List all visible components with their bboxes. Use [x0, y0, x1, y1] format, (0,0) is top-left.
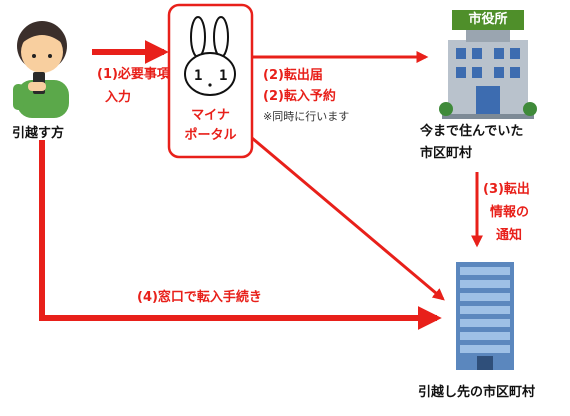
new-city-building-icon: [456, 262, 514, 370]
step2-moveout-label: (2)転出届: [263, 68, 323, 83]
city-office-icon: [439, 10, 537, 119]
new-city-label: 引越し先の市区町村: [418, 385, 536, 400]
step3-label-line3: 通知: [496, 228, 523, 243]
svg-text:1: 1: [194, 68, 202, 84]
step1-label-line2: 入力: [105, 90, 132, 105]
myna-rabbit-icon: 1 1: [184, 16, 236, 96]
portal-label-line2: ポータル: [184, 128, 237, 143]
svg-text:1: 1: [219, 68, 227, 84]
step2-note: ※同時に行います: [263, 110, 350, 123]
current-city-label-line1: 今まで住んでいた: [420, 124, 524, 139]
office-sign-label: 市役所: [468, 12, 508, 27]
arrow-counter-procedure: [39, 140, 442, 330]
step3-label-line1: (3)転出: [483, 182, 530, 197]
step1-label-line1: (1)必要事項: [97, 67, 170, 82]
person-icon: [13, 21, 69, 118]
step2-movein-reservation-label: (2)転入予約: [263, 89, 336, 104]
portal-label-line1: マイナ: [191, 108, 230, 123]
mover-label: 引越す方: [12, 126, 65, 141]
arrow-portal-to-new-city: [251, 136, 445, 301]
step4-label: (4)窓口で転入手続き: [137, 290, 262, 305]
current-city-label-line2: 市区町村: [420, 146, 473, 161]
step3-label-line2: 情報の: [490, 205, 530, 220]
